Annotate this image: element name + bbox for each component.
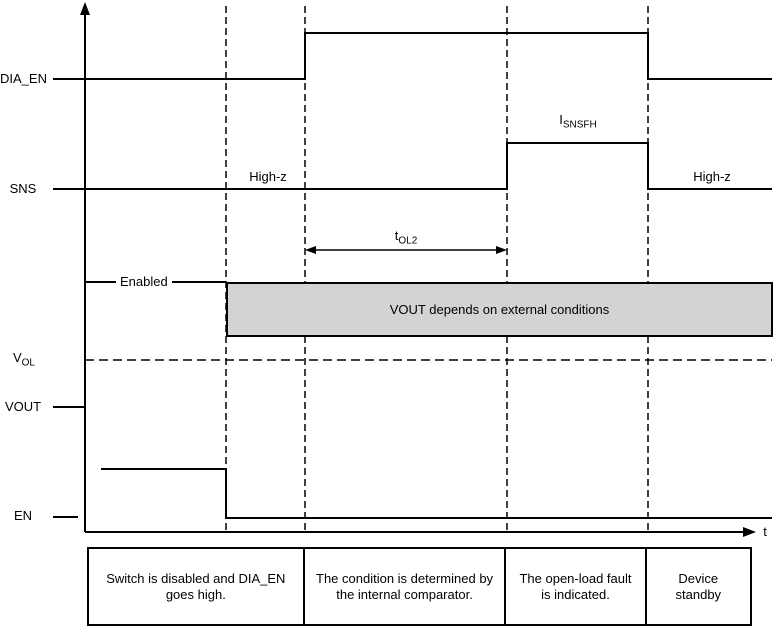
phase-cell-1: Switch is disabled and DIA_EN goes high. bbox=[89, 549, 305, 624]
vol-threshold-label: VOL bbox=[0, 350, 48, 369]
signal-label-en: EN bbox=[13, 508, 33, 523]
i-snsfh-sub: SNSFH bbox=[562, 119, 597, 131]
t-ol2-arrow bbox=[305, 246, 507, 254]
x-axis-arrow-icon bbox=[743, 527, 756, 537]
t-ol2-arrowhead-left-icon bbox=[305, 246, 316, 254]
t-ol2-label: tOL2 bbox=[376, 228, 436, 247]
signal-label-vout: VOUT bbox=[4, 399, 42, 414]
phase-cell-4: Device standby bbox=[675, 570, 722, 602]
phase-cell-2: The condition is determined by the inter… bbox=[305, 549, 507, 624]
t-ol2-sub: OL2 bbox=[398, 235, 418, 247]
vout-region-box bbox=[226, 282, 773, 337]
enabled-label: Enabled bbox=[116, 274, 172, 290]
y-axis-arrow-icon bbox=[80, 2, 90, 15]
sns-waveform bbox=[53, 142, 772, 190]
time-axis-label: t bbox=[763, 524, 767, 539]
en-waveform bbox=[101, 468, 772, 519]
axes bbox=[84, 10, 746, 533]
t-ol2-arrowhead-right-icon bbox=[496, 246, 507, 254]
vol-main: V bbox=[12, 350, 22, 365]
high-z-label-right: High-z bbox=[693, 169, 731, 184]
vol-sub: OL bbox=[21, 357, 35, 369]
phase-description-table: Switch is disabled and DIA_EN goes high.… bbox=[87, 547, 752, 626]
high-z-label-left: High-z bbox=[249, 169, 287, 184]
signal-label-sns: SNS bbox=[9, 181, 37, 196]
dashed-gridlines bbox=[225, 6, 649, 531]
vout-region-caption: VOUT depends on external conditions bbox=[389, 302, 610, 317]
signal-label-dia-en: DIA_EN bbox=[0, 71, 47, 86]
phase-cell-3: The open-load fault is indicated. bbox=[506, 549, 647, 624]
dia-en-waveform bbox=[53, 32, 772, 80]
i-snsfh-main: I bbox=[559, 112, 563, 127]
t-ol2-main: t bbox=[394, 228, 399, 243]
i-snsfh-label: ISNSFH bbox=[548, 112, 608, 131]
